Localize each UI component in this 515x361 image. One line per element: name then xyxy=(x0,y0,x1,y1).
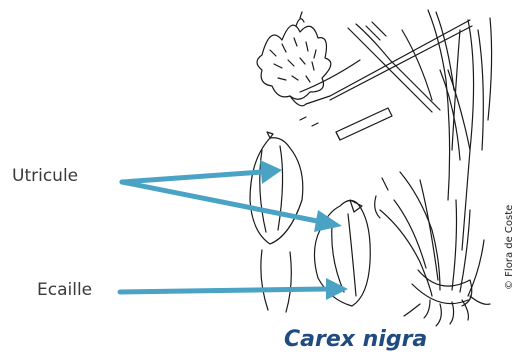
basal-tuft xyxy=(375,172,490,326)
inflorescence xyxy=(257,12,360,106)
stem-segment xyxy=(300,108,392,140)
image-credit: © Flora de Coste xyxy=(504,205,515,290)
utricle-drawing xyxy=(250,132,303,244)
species-caption: Carex nigra xyxy=(284,327,427,352)
label-ecaille: Ecaille xyxy=(37,280,92,300)
arrow-ecaille xyxy=(120,289,326,292)
annotation-arrows xyxy=(120,160,348,300)
arrow-ecaille-head xyxy=(326,278,348,300)
scale-drawing xyxy=(261,200,370,312)
arrow-utricule-lower-head xyxy=(314,210,342,232)
label-utricule: Utricule xyxy=(12,166,78,186)
arrow-utricule-upper xyxy=(122,172,262,182)
arrow-utricule-lower xyxy=(122,182,322,222)
arrow-utricule-upper-head xyxy=(260,160,282,184)
leaf-blades xyxy=(330,10,492,250)
